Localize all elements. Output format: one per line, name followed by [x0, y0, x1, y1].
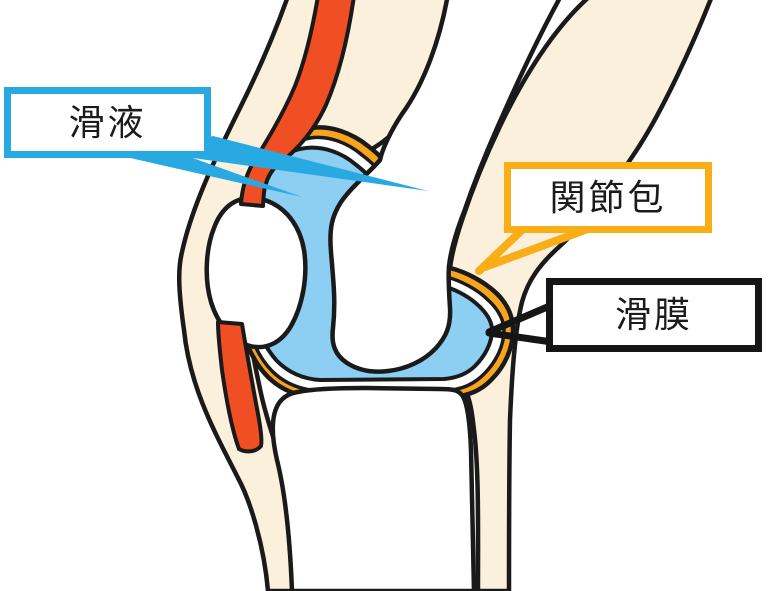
- femur-bone: [328, 0, 562, 374]
- membrane-pointer-beak: [485, 301, 556, 346]
- label-synovial-membrane: 滑膜: [546, 278, 762, 352]
- patellar-tendon: [216, 320, 264, 454]
- tibia-bone: [270, 385, 477, 591]
- label-joint-capsule: 関節包: [504, 162, 712, 233]
- fluid-pointer-beak-long: [150, 136, 428, 191]
- label-joint-capsule-text: 関節包: [549, 176, 667, 218]
- label-synovial-membrane-text: 滑膜: [614, 294, 693, 335]
- label-synovial-fluid: 滑液: [4, 87, 211, 158]
- patella-bone: [204, 195, 308, 350]
- fluid-pointer-beak: [126, 147, 302, 197]
- capsule-pointer-beak: [475, 226, 589, 275]
- label-synovial-fluid-text: 滑液: [68, 101, 147, 143]
